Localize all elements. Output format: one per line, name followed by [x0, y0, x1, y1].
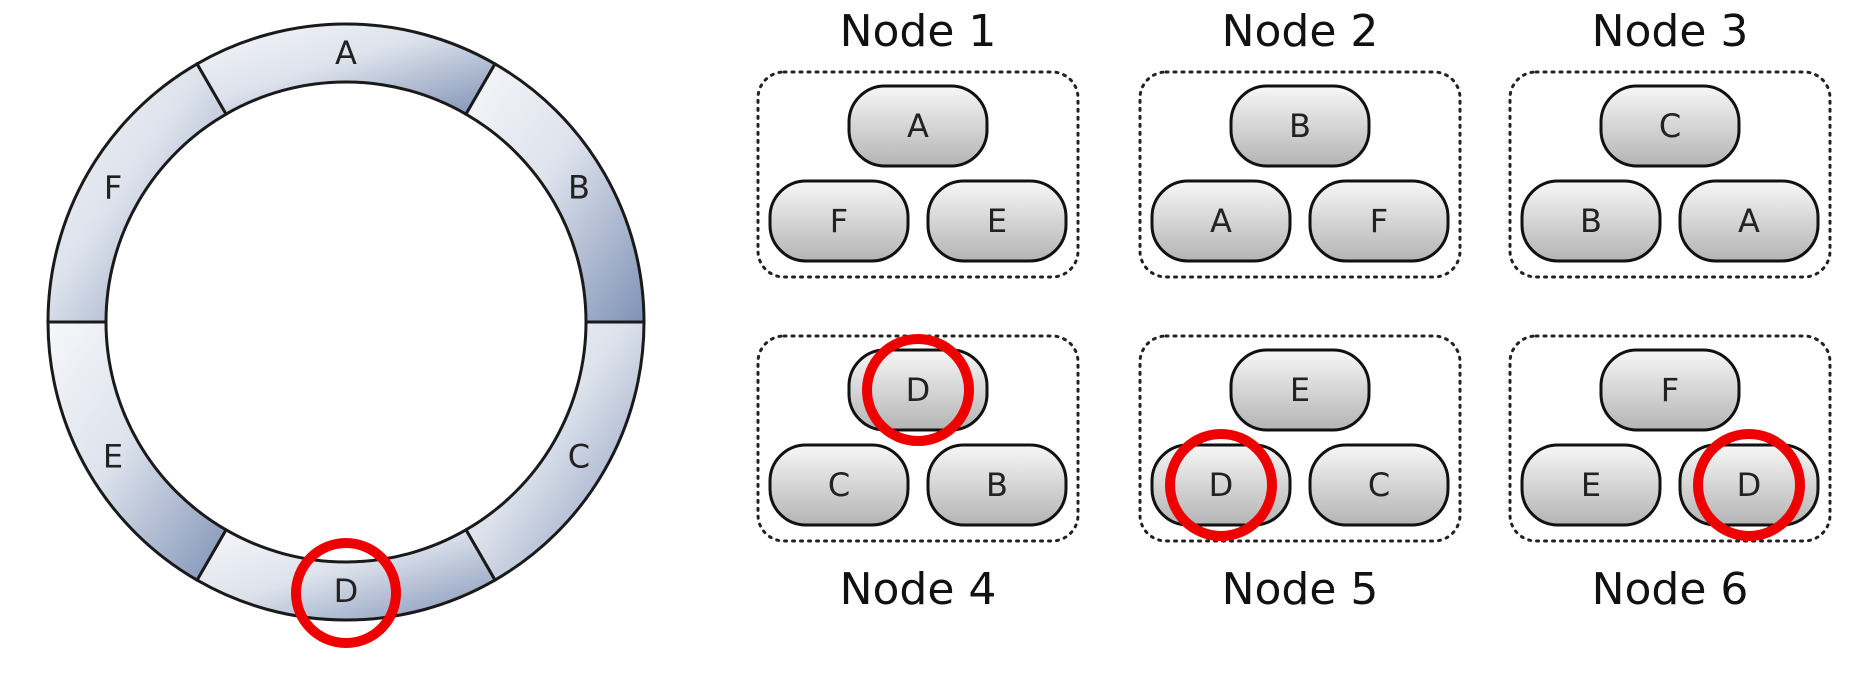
node-2: Node 2 B A F	[1138, 6, 1462, 279]
node-boundary	[1508, 334, 1832, 543]
replica-label: B	[1289, 107, 1311, 145]
replica-highlight-circle	[1693, 429, 1805, 541]
replica-label: D	[906, 371, 931, 409]
node-4: Node 4 D C B	[756, 334, 1080, 615]
ring-segment-f	[46, 61, 229, 324]
ring-segment-label: C	[568, 438, 590, 476]
ring-segment-label: F	[104, 169, 122, 207]
ring-segment-label: A	[335, 34, 357, 72]
replica-pill-left	[1520, 443, 1662, 527]
node-3: Node 3 C B A	[1508, 6, 1832, 279]
ring-segments	[46, 22, 646, 622]
node-title: Node 3	[1592, 6, 1749, 57]
ring-labels: A B C D E F	[103, 34, 590, 610]
replica-pill-top	[847, 84, 989, 168]
node-5: Node 5 E D C	[1138, 334, 1462, 615]
node-title: Node 5	[1222, 564, 1379, 615]
replica-pill-left	[1520, 179, 1662, 263]
ring-segment-label: E	[103, 438, 123, 476]
ring-segment-e	[46, 320, 229, 583]
ring-segment-label: D	[334, 572, 359, 610]
replica-pill-top	[1599, 348, 1741, 432]
replica-pill-right	[1678, 443, 1820, 527]
replica-pill-top	[1229, 84, 1371, 168]
replica-label: F	[830, 202, 848, 240]
node-1: Node 1 A F E	[756, 6, 1080, 279]
replica-label: C	[1659, 107, 1681, 145]
replica-label: B	[986, 466, 1008, 504]
replica-label: D	[1737, 466, 1762, 504]
node-boundary	[756, 70, 1080, 279]
replica-label: D	[1209, 466, 1234, 504]
replica-label: B	[1580, 202, 1602, 240]
replica-label: E	[987, 202, 1007, 240]
replica-label: C	[1368, 466, 1390, 504]
replica-pill-top	[847, 348, 989, 432]
replica-pill-right	[926, 443, 1068, 527]
node-title: Node 4	[840, 564, 997, 615]
replica-label: A	[1210, 202, 1232, 240]
replica-pill-right	[1678, 179, 1820, 263]
node-title: Node 1	[840, 6, 997, 57]
replica-label: E	[1290, 371, 1310, 409]
replica-pill-left	[768, 179, 910, 263]
replica-label: A	[907, 107, 929, 145]
node-6: Node 6 F E D	[1508, 334, 1832, 615]
replica-pill-top	[1229, 348, 1371, 432]
replica-pill-top	[1599, 84, 1741, 168]
replica-label: A	[1738, 202, 1760, 240]
replica-pill-right	[926, 179, 1068, 263]
node-title: Node 6	[1592, 564, 1749, 615]
replica-label: C	[828, 466, 850, 504]
replica-label: E	[1581, 466, 1601, 504]
replica-pill-left	[1150, 179, 1292, 263]
replica-pill-left	[1150, 443, 1292, 527]
node-boundary	[1508, 70, 1832, 279]
replica-highlight-circle	[1165, 429, 1277, 541]
replica-pill-right	[1308, 179, 1450, 263]
replica-label: F	[1370, 202, 1388, 240]
hash-ring: A B C D E F	[46, 22, 646, 648]
ring-segment-b	[463, 61, 646, 324]
ring-segment-c	[463, 320, 646, 583]
replica-pill-right	[1308, 443, 1450, 527]
replica-pill-left	[768, 443, 910, 527]
replica-highlight-circle	[862, 334, 974, 446]
ring-highlight-circle	[291, 538, 401, 648]
node-boundary	[1138, 70, 1462, 279]
node-boundary	[756, 334, 1080, 543]
node-boundary	[1138, 334, 1462, 543]
node-title: Node 2	[1222, 6, 1379, 57]
replica-label: F	[1661, 371, 1679, 409]
ring-segment-label: B	[568, 169, 590, 207]
